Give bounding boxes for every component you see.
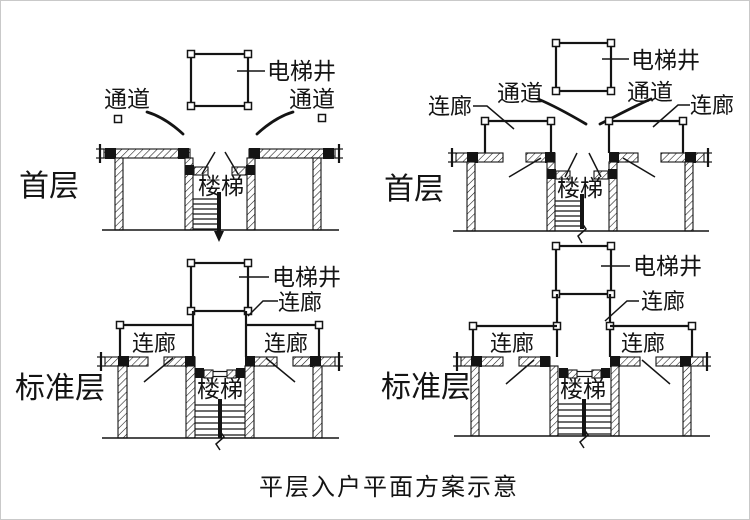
passage-annotations: 通道 通道 <box>497 80 673 126</box>
corner-handle <box>551 241 561 251</box>
break-mark <box>215 430 225 451</box>
door-swing <box>564 152 578 178</box>
staircase: 楼梯 <box>549 365 620 449</box>
stair-arrow-head <box>214 231 224 242</box>
elevator-shaft-outline <box>554 244 613 296</box>
corridor-left: 连廊 <box>428 95 556 153</box>
corner-handle <box>113 114 123 124</box>
corridor-link-label: 连廊 <box>278 291 322 316</box>
passage-left-label: 通道 <box>104 87 150 113</box>
break-mark <box>577 222 587 244</box>
door-swing <box>622 157 656 178</box>
elevator-shaft: 电梯井 <box>551 38 700 96</box>
elevator-shaft: 电梯井 <box>551 241 702 299</box>
elevator-shaft-label: 电梯井 <box>631 48 700 74</box>
door-swing <box>508 157 542 178</box>
break-mark <box>579 428 589 449</box>
diagram-standard-floor-long-link: 标准层 电梯井 连廊 连廊 连廊 <box>381 241 711 449</box>
stair-steps <box>555 200 582 227</box>
passage-annotations: 通道 通道 <box>104 87 335 136</box>
diagram-first-floor-with-corridor: 首层 电梯井 通道 通道 连廊 连廊 <box>384 38 734 244</box>
elevator-shaft-outline <box>554 41 613 93</box>
corner-handle <box>551 38 561 48</box>
building-walls <box>97 352 343 439</box>
floor-label: 标准层 <box>15 371 105 406</box>
door-swing <box>265 357 296 383</box>
staircase: 楼梯 <box>546 152 618 244</box>
diagram-first-floor-direct: 首层 电梯井 通道 通道 <box>19 49 343 242</box>
staircase: 楼梯 <box>185 365 255 451</box>
passage-arrow-right <box>255 110 295 136</box>
elevator-shaft-outline <box>189 52 250 108</box>
building-walls <box>453 352 711 437</box>
corner-handle <box>551 86 561 96</box>
elevator-shaft: 电梯井 <box>186 258 341 316</box>
diagram-standard-floor-short-link: 标准层 电梯井 连廊 连廊 连廊 <box>15 258 343 451</box>
corridor-link: 连廊 <box>191 291 322 357</box>
corner-handle <box>243 258 253 268</box>
corridor-left-label: 连廊 <box>428 95 472 120</box>
elevator-shaft-label: 电梯井 <box>267 59 336 85</box>
passage-arrow-left <box>536 97 588 126</box>
elevator-shaft-label: 电梯井 <box>272 265 341 291</box>
corridor-right-label: 连廊 <box>690 94 734 119</box>
stairs-label: 楼梯 <box>560 377 606 403</box>
leader-line <box>473 105 515 130</box>
corner-handle <box>243 101 253 111</box>
corridor-left-label: 连廊 <box>132 332 176 357</box>
door-swing <box>201 151 216 175</box>
corridor-link-label: 连廊 <box>641 290 685 315</box>
passage-right-label: 通道 <box>627 80 673 106</box>
corridor-right: 连廊 <box>246 320 324 357</box>
door-swing <box>641 359 671 385</box>
corner-handle <box>678 116 688 126</box>
door-swing <box>588 152 602 178</box>
door-swing <box>143 357 174 383</box>
corner-handle <box>604 116 614 126</box>
corridor-left-label: 连廊 <box>490 332 534 357</box>
corner-handle <box>186 49 196 59</box>
corner-handle <box>606 86 616 96</box>
staircase: 楼梯 <box>184 151 256 242</box>
corridor-right-label: 连廊 <box>264 332 308 357</box>
corner-handle <box>546 116 556 126</box>
floor-label: 首层 <box>19 169 79 204</box>
floor-label: 标准层 <box>381 370 471 405</box>
passage-arrow-left <box>145 110 185 136</box>
corner-handle <box>314 320 324 330</box>
stair-steps <box>193 198 219 230</box>
floor-label: 首层 <box>384 172 444 207</box>
passage-right-label: 通道 <box>289 87 335 113</box>
door-swing <box>505 359 535 385</box>
door-swing <box>224 151 239 175</box>
corridor-link: 连廊 <box>552 290 685 357</box>
corridor-left: 连廊 <box>468 321 557 357</box>
leader-line <box>652 104 690 128</box>
corridor-right: 连廊 <box>610 321 697 357</box>
corner-handle <box>606 38 616 48</box>
corner-handle <box>317 113 327 123</box>
corridor-right: 连廊 <box>604 94 734 153</box>
corridor-left: 连廊 <box>115 320 193 357</box>
elevator-shaft-outline <box>189 261 250 313</box>
elevator-shaft-label: 电梯井 <box>633 254 702 280</box>
corner-handle <box>186 258 196 268</box>
corner-handle <box>687 321 697 331</box>
corner-handle <box>606 241 616 251</box>
corner-handle <box>243 49 253 59</box>
leader-line <box>247 300 278 317</box>
leader-line <box>604 300 639 322</box>
passage-left-label: 通道 <box>497 81 543 107</box>
figure-caption: 平层入户平面方案示意 <box>259 473 519 501</box>
corner-handle <box>480 116 490 126</box>
corner-handle <box>115 320 125 330</box>
stairs-label: 楼梯 <box>197 377 243 403</box>
corner-handle <box>186 101 196 111</box>
corner-handle <box>468 321 478 331</box>
elevator-shaft: 电梯井 <box>186 49 336 111</box>
corridor-right-label: 连廊 <box>621 332 665 357</box>
